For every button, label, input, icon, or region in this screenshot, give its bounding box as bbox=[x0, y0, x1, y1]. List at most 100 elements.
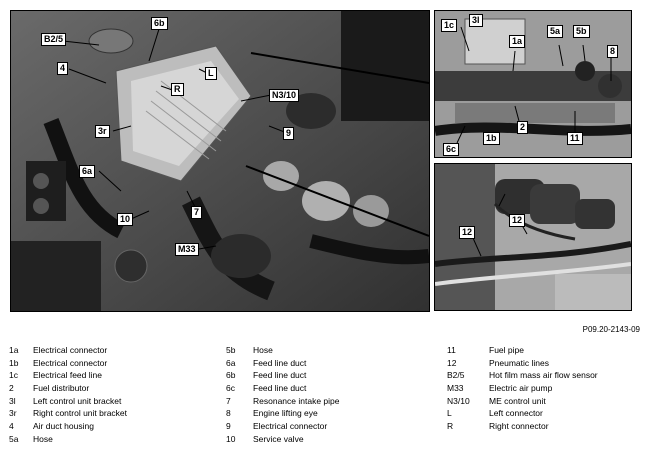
callout-3l: 3l bbox=[469, 14, 483, 27]
legend-item: 11 Fuel pipe bbox=[0, 344, 598, 357]
callout-10: 10 bbox=[117, 213, 134, 226]
legend-description: Electrical feed line bbox=[33, 370, 102, 381]
callout-b2-5: B2/5 bbox=[41, 33, 67, 46]
legend-description: Left connector bbox=[489, 408, 543, 419]
legend-code: 5b bbox=[226, 345, 236, 355]
inset-top-illustration bbox=[435, 11, 631, 157]
legend-item: 12 Pneumatic lines bbox=[0, 357, 598, 370]
callout-l: L bbox=[205, 67, 217, 80]
legend-code: 1a bbox=[9, 345, 19, 355]
legend-code: 1b bbox=[9, 357, 19, 368]
engine-illustration bbox=[11, 11, 429, 311]
legend-code: 3r bbox=[9, 408, 17, 419]
legend-item: 3l Left control unit bracket bbox=[0, 395, 127, 408]
legend-description: Service valve bbox=[253, 433, 304, 444]
legend-code: 3l bbox=[9, 395, 16, 406]
callout-1b: 1b bbox=[483, 132, 500, 145]
legend-item: 1c Electrical feed line bbox=[0, 369, 127, 382]
callout-12-left: 12 bbox=[459, 226, 476, 239]
legend-item: L Left connector bbox=[0, 407, 598, 420]
legend-code: 12 bbox=[447, 357, 457, 368]
legend-code: 1c bbox=[9, 370, 18, 381]
legend-item: B2/5 Hot film mass air flow sensor bbox=[0, 369, 598, 382]
legend-code: R bbox=[447, 421, 454, 432]
legend-code: 2 bbox=[9, 383, 14, 394]
callout-6b: 6b bbox=[151, 17, 168, 30]
legend-description: Fuel distributor bbox=[33, 383, 90, 394]
legend-code: L bbox=[447, 408, 452, 419]
legend-code: 6c bbox=[226, 383, 235, 394]
figure-reference: P09.20-2143-09 bbox=[582, 325, 640, 334]
callout-12-right: 12 bbox=[509, 214, 526, 227]
callout-6c: 6c bbox=[443, 143, 460, 156]
callout-n3-10: N3/10 bbox=[269, 89, 300, 102]
legend-item: R Right connector bbox=[0, 420, 598, 433]
legend-description: Feed line duct bbox=[253, 357, 307, 368]
legend-description: Hose bbox=[253, 345, 273, 355]
legend-code: 8 bbox=[226, 408, 231, 419]
legend-item: 3r Right control unit bracket bbox=[0, 407, 127, 420]
legend-code: 6b bbox=[226, 370, 236, 381]
callout-5b: 5b bbox=[573, 25, 590, 38]
legend-item: 5b Hose bbox=[0, 344, 339, 357]
legend-item: 8 Engine lifting eye bbox=[0, 407, 339, 420]
legend-description: Resonance intake pipe bbox=[253, 395, 340, 406]
legend-description: Air duct housing bbox=[33, 421, 94, 432]
legend-code: 10 bbox=[226, 433, 236, 444]
legend-description: Electrical connector bbox=[33, 357, 108, 368]
legend-item: 6a Feed line duct bbox=[0, 357, 339, 370]
legend-item: M33 Electric air pump bbox=[0, 382, 598, 395]
legend-description: Engine lifting eye bbox=[253, 408, 318, 419]
callout-3r: 3r bbox=[95, 125, 110, 138]
legend-description: Pneumatic lines bbox=[489, 357, 550, 368]
legend-code: 11 bbox=[447, 345, 456, 355]
legend-code: 4 bbox=[9, 421, 14, 432]
legend-item: 6b Feed line duct bbox=[0, 369, 339, 382]
main-engine-photo: B2/5 6b 4 L R N3/10 3r 9 6a 7 10 M33 bbox=[10, 10, 430, 312]
callout-7: 7 bbox=[191, 206, 203, 219]
callout-6a: 6a bbox=[79, 165, 96, 178]
callout-r: R bbox=[171, 83, 184, 96]
legend-item: 4 Air duct housing bbox=[0, 420, 127, 433]
legend-item: 7 Resonance intake pipe bbox=[0, 395, 339, 408]
legend-code: N3/10 bbox=[447, 395, 470, 406]
legend-description: Left control unit bracket bbox=[33, 395, 122, 406]
legend-code: 6a bbox=[226, 357, 236, 368]
inset-bottom-photo: 12 12 bbox=[434, 163, 632, 311]
legend-description: Fuel pipe bbox=[489, 345, 524, 355]
legend-item: 9 Electrical connector bbox=[0, 420, 339, 433]
legend-item: N3/10 ME control unit bbox=[0, 395, 598, 408]
callout-1c: 1c bbox=[441, 19, 458, 32]
legend-item: 1a Electrical connector bbox=[0, 344, 127, 357]
legend-description: Feed line duct bbox=[253, 370, 307, 381]
callout-m33: M33 bbox=[175, 243, 199, 256]
callout-5a: 5a bbox=[547, 25, 564, 38]
legend-description: Electrical connector bbox=[253, 421, 328, 432]
legend-item: 2 Fuel distributor bbox=[0, 382, 127, 395]
legend-description: Right connector bbox=[489, 421, 549, 432]
legend-description: Hot film mass air flow sensor bbox=[489, 370, 598, 381]
callout-1a: 1a bbox=[509, 35, 526, 48]
callout-8: 8 bbox=[607, 45, 619, 58]
legend-description: Electric air pump bbox=[489, 383, 553, 394]
legend-code: M33 bbox=[447, 383, 464, 394]
inset-top-photo: 1c 3l 1a 5a 5b 8 2 1b 11 6c bbox=[434, 10, 632, 158]
legend-item: 10 Service valve bbox=[0, 433, 339, 446]
legend-description: Feed line duct bbox=[253, 383, 307, 394]
callout-4: 4 bbox=[57, 62, 69, 75]
legend-description: Right control unit bracket bbox=[33, 408, 128, 419]
legend-code: 5a bbox=[9, 433, 19, 444]
legend-code: 7 bbox=[226, 395, 231, 406]
callout-9: 9 bbox=[283, 127, 295, 140]
legend-item: 1b Electrical connector bbox=[0, 357, 127, 370]
legend-code: 9 bbox=[226, 421, 231, 432]
legend-code: B2/5 bbox=[447, 370, 465, 381]
legend-description: ME control unit bbox=[489, 395, 546, 406]
callout-11: 11 bbox=[567, 132, 583, 145]
legend-item: 6c Feed line duct bbox=[0, 382, 339, 395]
legend-description: Electrical connector bbox=[33, 345, 108, 355]
